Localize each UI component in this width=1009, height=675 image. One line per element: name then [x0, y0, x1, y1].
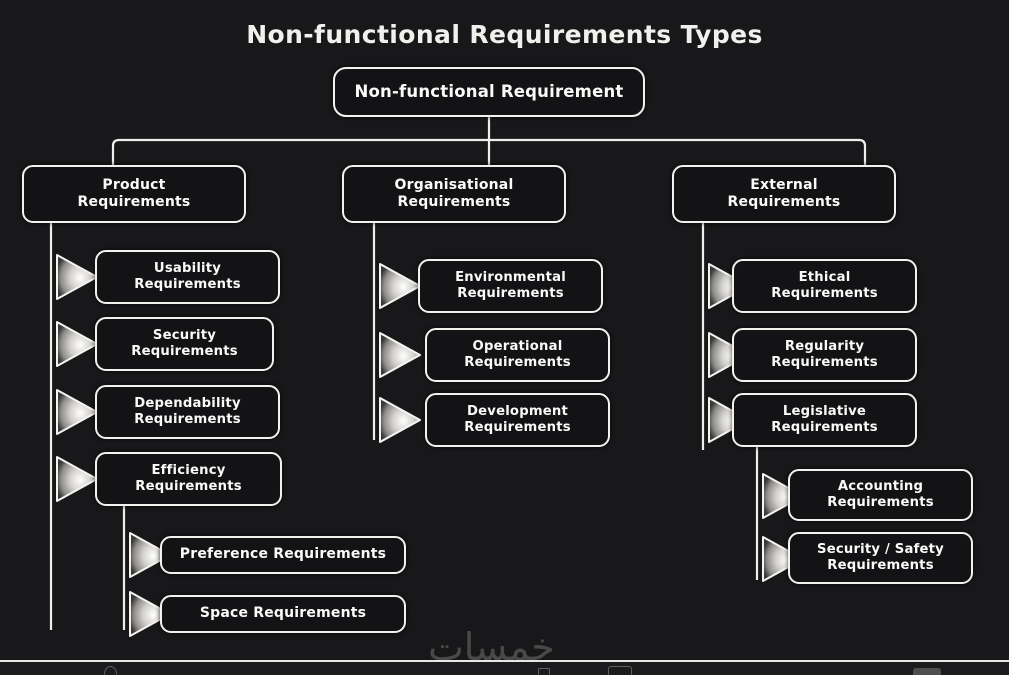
node-dependability-requirements[interactable]: Dependability Requirements: [95, 385, 280, 439]
diagram-canvas: Non-functional Requirements Types Non-fu…: [22, 20, 973, 661]
node-label: Preference Requirements: [179, 546, 387, 563]
bottom-toolbar-strip: [0, 661, 1009, 675]
watermark: خمسات: [428, 625, 555, 661]
node-label: Organisational Requirements: [394, 176, 514, 210]
node-label: Legislative Requirements: [771, 403, 878, 435]
node-space-requirements[interactable]: Space Requirements: [160, 595, 406, 633]
strip-ghost-tick-icon: [538, 667, 550, 675]
strip-ghost-box-icon: [608, 665, 632, 675]
node-label: Dependability Requirements: [134, 395, 241, 427]
node-environmental-requirements[interactable]: Environmental Requirements: [418, 259, 603, 313]
node-legislative-requirements[interactable]: Legislative Requirements: [732, 393, 917, 447]
node-organisational-requirements[interactable]: Organisational Requirements: [342, 165, 566, 223]
node-usability-requirements[interactable]: Usability Requirements: [95, 250, 280, 304]
node-label: Accounting Requirements: [827, 478, 934, 510]
node-label: Usability Requirements: [134, 260, 241, 292]
node-label: Regularity Requirements: [771, 338, 878, 370]
node-label: Security / Safety Requirements: [817, 541, 944, 573]
node-label: Operational Requirements: [464, 338, 571, 370]
node-product-requirements[interactable]: Product Requirements: [22, 165, 246, 223]
node-regularity-requirements[interactable]: Regularity Requirements: [732, 328, 917, 382]
node-label: Security Requirements: [131, 327, 238, 359]
node-label: Development Requirements: [464, 403, 571, 435]
node-accounting-requirements[interactable]: Accounting Requirements: [788, 469, 973, 521]
node-ethical-requirements[interactable]: Ethical Requirements: [732, 259, 917, 313]
node-label: Space Requirements: [199, 605, 367, 622]
node-security-safety-requirements[interactable]: Security / Safety Requirements: [788, 532, 973, 584]
node-non-functional-requirement[interactable]: Non-functional Requirement: [333, 67, 645, 117]
node-external-requirements[interactable]: External Requirements: [672, 165, 896, 223]
node-label: Non-functional Requirement: [354, 81, 624, 101]
node-label: Product Requirements: [77, 176, 191, 210]
node-operational-requirements[interactable]: Operational Requirements: [425, 328, 610, 382]
node-preference-requirements[interactable]: Preference Requirements: [160, 536, 406, 574]
node-efficiency-requirements[interactable]: Efficiency Requirements: [95, 452, 282, 506]
strip-ghost-circle-icon: [104, 665, 117, 675]
node-label: Environmental Requirements: [455, 269, 566, 301]
node-label: Efficiency Requirements: [135, 462, 242, 494]
node-label: Ethical Requirements: [771, 269, 878, 301]
node-label: External Requirements: [727, 176, 841, 210]
node-development-requirements[interactable]: Development Requirements: [425, 393, 610, 447]
bottom-divider: [0, 660, 1009, 662]
strip-ghost-panel-icon: [913, 667, 941, 675]
page-title: Non-functional Requirements Types: [246, 20, 763, 49]
node-security-requirements[interactable]: Security Requirements: [95, 317, 274, 371]
